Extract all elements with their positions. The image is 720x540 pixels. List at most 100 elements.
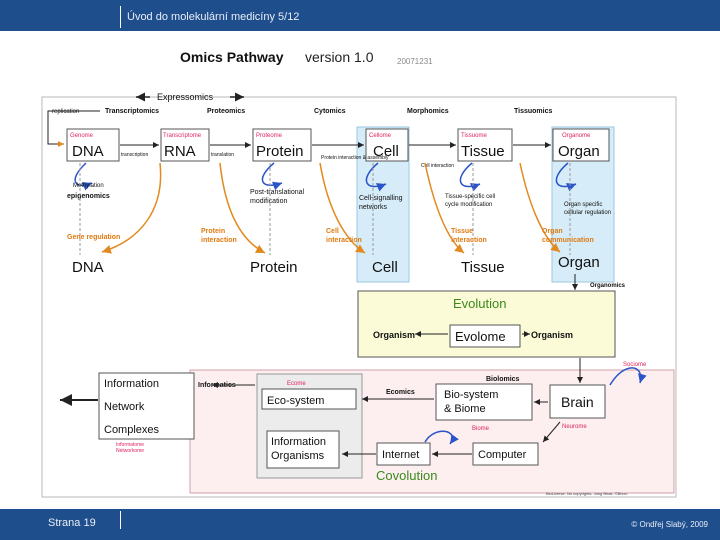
footer-divider [120, 511, 121, 529]
replication-label: replication [52, 109, 79, 115]
ome-organome: Organome [562, 133, 591, 139]
protein-interaction-curve [219, 162, 266, 254]
organism-right: Organism [531, 330, 573, 340]
header-divider [120, 6, 121, 28]
ecomics-label: Ecomics [386, 389, 415, 396]
computer-box [472, 442, 539, 466]
stage-tissuomics: Tissuomics [514, 108, 552, 115]
methylation-label: Methylation [73, 183, 104, 189]
expressomics-label: Expressomics [157, 92, 214, 102]
omics-pathway-diagram: Omics Pathway version 1.0 20071231 Expre… [41, 49, 677, 498]
stage-proteomics: Proteomics [207, 108, 245, 115]
rna-box [160, 128, 210, 162]
bottom-dna: DNA [72, 259, 104, 276]
tissue-box [457, 128, 513, 162]
info-information: Information [104, 378, 159, 390]
header-bar: Úvod do molekulární medicíny 5/12 [0, 0, 720, 31]
organ-box [552, 128, 610, 162]
bottom-protein: Protein [250, 259, 298, 276]
ome-tissuome: Tissuome [461, 133, 487, 139]
biosystem-label: Bio-system& Biome [444, 389, 498, 415]
info-complexes: Complexes [104, 424, 160, 436]
ome-transcriptome: Transcriptome [163, 133, 202, 139]
transition-protein-assembly: Protein interaction & assembly [321, 155, 389, 161]
sociome-loop [609, 367, 647, 386]
organ-specific-loop [555, 162, 577, 192]
transition-cell-interaction: Cell interaction [421, 163, 454, 169]
entity-protein: Protein [256, 143, 304, 160]
bottom-tissue: Tissue [461, 259, 505, 276]
biosystem-box [435, 383, 533, 421]
organ-communication-curve [519, 162, 561, 253]
stage-morphomics: Morphomics [407, 108, 449, 115]
computer-label: Computer [478, 449, 527, 461]
ome-genome: Genome [70, 133, 94, 139]
info-organisms-box [266, 430, 340, 469]
credit-label: BioLiverse. No copyrights. Jong Bhak, ©B… [546, 491, 628, 496]
internet-box [376, 442, 431, 466]
transition-translation: translation [211, 152, 234, 158]
ecome-label: Ecome [287, 381, 306, 387]
tissue-interaction-curve [424, 162, 465, 254]
methylation-loop [74, 162, 93, 191]
brain-label: Brain [561, 394, 594, 410]
cell-box [365, 128, 409, 162]
organomics-label: Organomics [590, 283, 626, 289]
information-box [98, 372, 195, 440]
cell-interaction-curve [319, 162, 366, 254]
copyright: © Ondřej Slabý, 2009 [631, 520, 708, 529]
cell-signalling-loop [365, 162, 387, 192]
protein-box [252, 128, 312, 162]
gene-regulation-label: Gene regulation [67, 234, 120, 241]
sociome-label: Sociome [623, 362, 647, 368]
brain-to-computer-arrow [542, 421, 561, 443]
tissue-specific-loop [459, 162, 481, 192]
slide-title: Úvod do molekulární medicíny 5/12 [127, 11, 300, 23]
page-number: Strana 19 [48, 517, 96, 529]
ome-cellome: Cellome [369, 133, 392, 139]
evolome-label: Evolome [455, 329, 506, 344]
covolution-label: Covolution [376, 468, 437, 483]
ecosystem-box [261, 388, 357, 410]
figure-version: version 1.0 [305, 49, 374, 65]
neurome-label: Neurome [562, 424, 587, 430]
ome-proteome: Proteome [256, 133, 283, 139]
evolution-label: Evolution [453, 296, 506, 311]
bottom-cell: Cell [372, 259, 398, 276]
entity-cell: Cell [373, 143, 399, 160]
ecosystem-label: Eco-system [267, 395, 324, 407]
replication-arrow [47, 110, 100, 147]
entity-dna: DNA [72, 143, 104, 160]
post-translational-loop [261, 162, 283, 191]
bottom-organ: Organ [558, 254, 600, 271]
entity-rna: RNA [164, 143, 196, 160]
stage-cytomics: Cytomics [314, 108, 346, 115]
biome-label: Biome [472, 426, 490, 432]
entity-tissue: Tissue [461, 143, 505, 160]
brain-box [549, 384, 606, 419]
footer-bar: Strana 19 © Ondřej Slabý, 2009 [0, 509, 720, 540]
figure-title: Omics Pathway [180, 49, 284, 65]
gene-regulation-curve [101, 162, 162, 254]
epigenomics-label: epigenomics [67, 193, 110, 200]
figure-date: 20071231 [397, 57, 433, 66]
stage-transcriptomics: Transcriptomics [105, 108, 159, 115]
evolome-box [449, 324, 521, 348]
biolomics-label: Biolomics [486, 376, 520, 383]
entity-organ: Organ [558, 143, 600, 160]
info-network: Network [104, 401, 145, 413]
internet-label: Internet [382, 449, 419, 461]
transition-transcription: transcription [121, 152, 148, 158]
organism-left: Organism [373, 330, 415, 340]
dna-box [66, 128, 120, 162]
